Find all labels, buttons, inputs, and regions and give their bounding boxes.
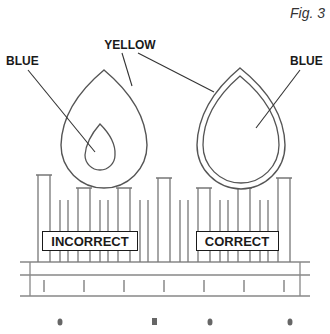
verdict-text: CORRECT <box>205 235 269 248</box>
color-callout: BLUE <box>290 55 323 67</box>
verdict-text: INCORRECT <box>51 235 128 248</box>
flame-verdict-box: INCORRECT <box>42 231 138 251</box>
flame-verdict-box: CORRECT <box>196 231 279 251</box>
color-callout: YELLOW <box>104 39 155 51</box>
color-callout: BLUE <box>6 55 39 67</box>
figure-number: Fig. 3 <box>290 6 325 20</box>
